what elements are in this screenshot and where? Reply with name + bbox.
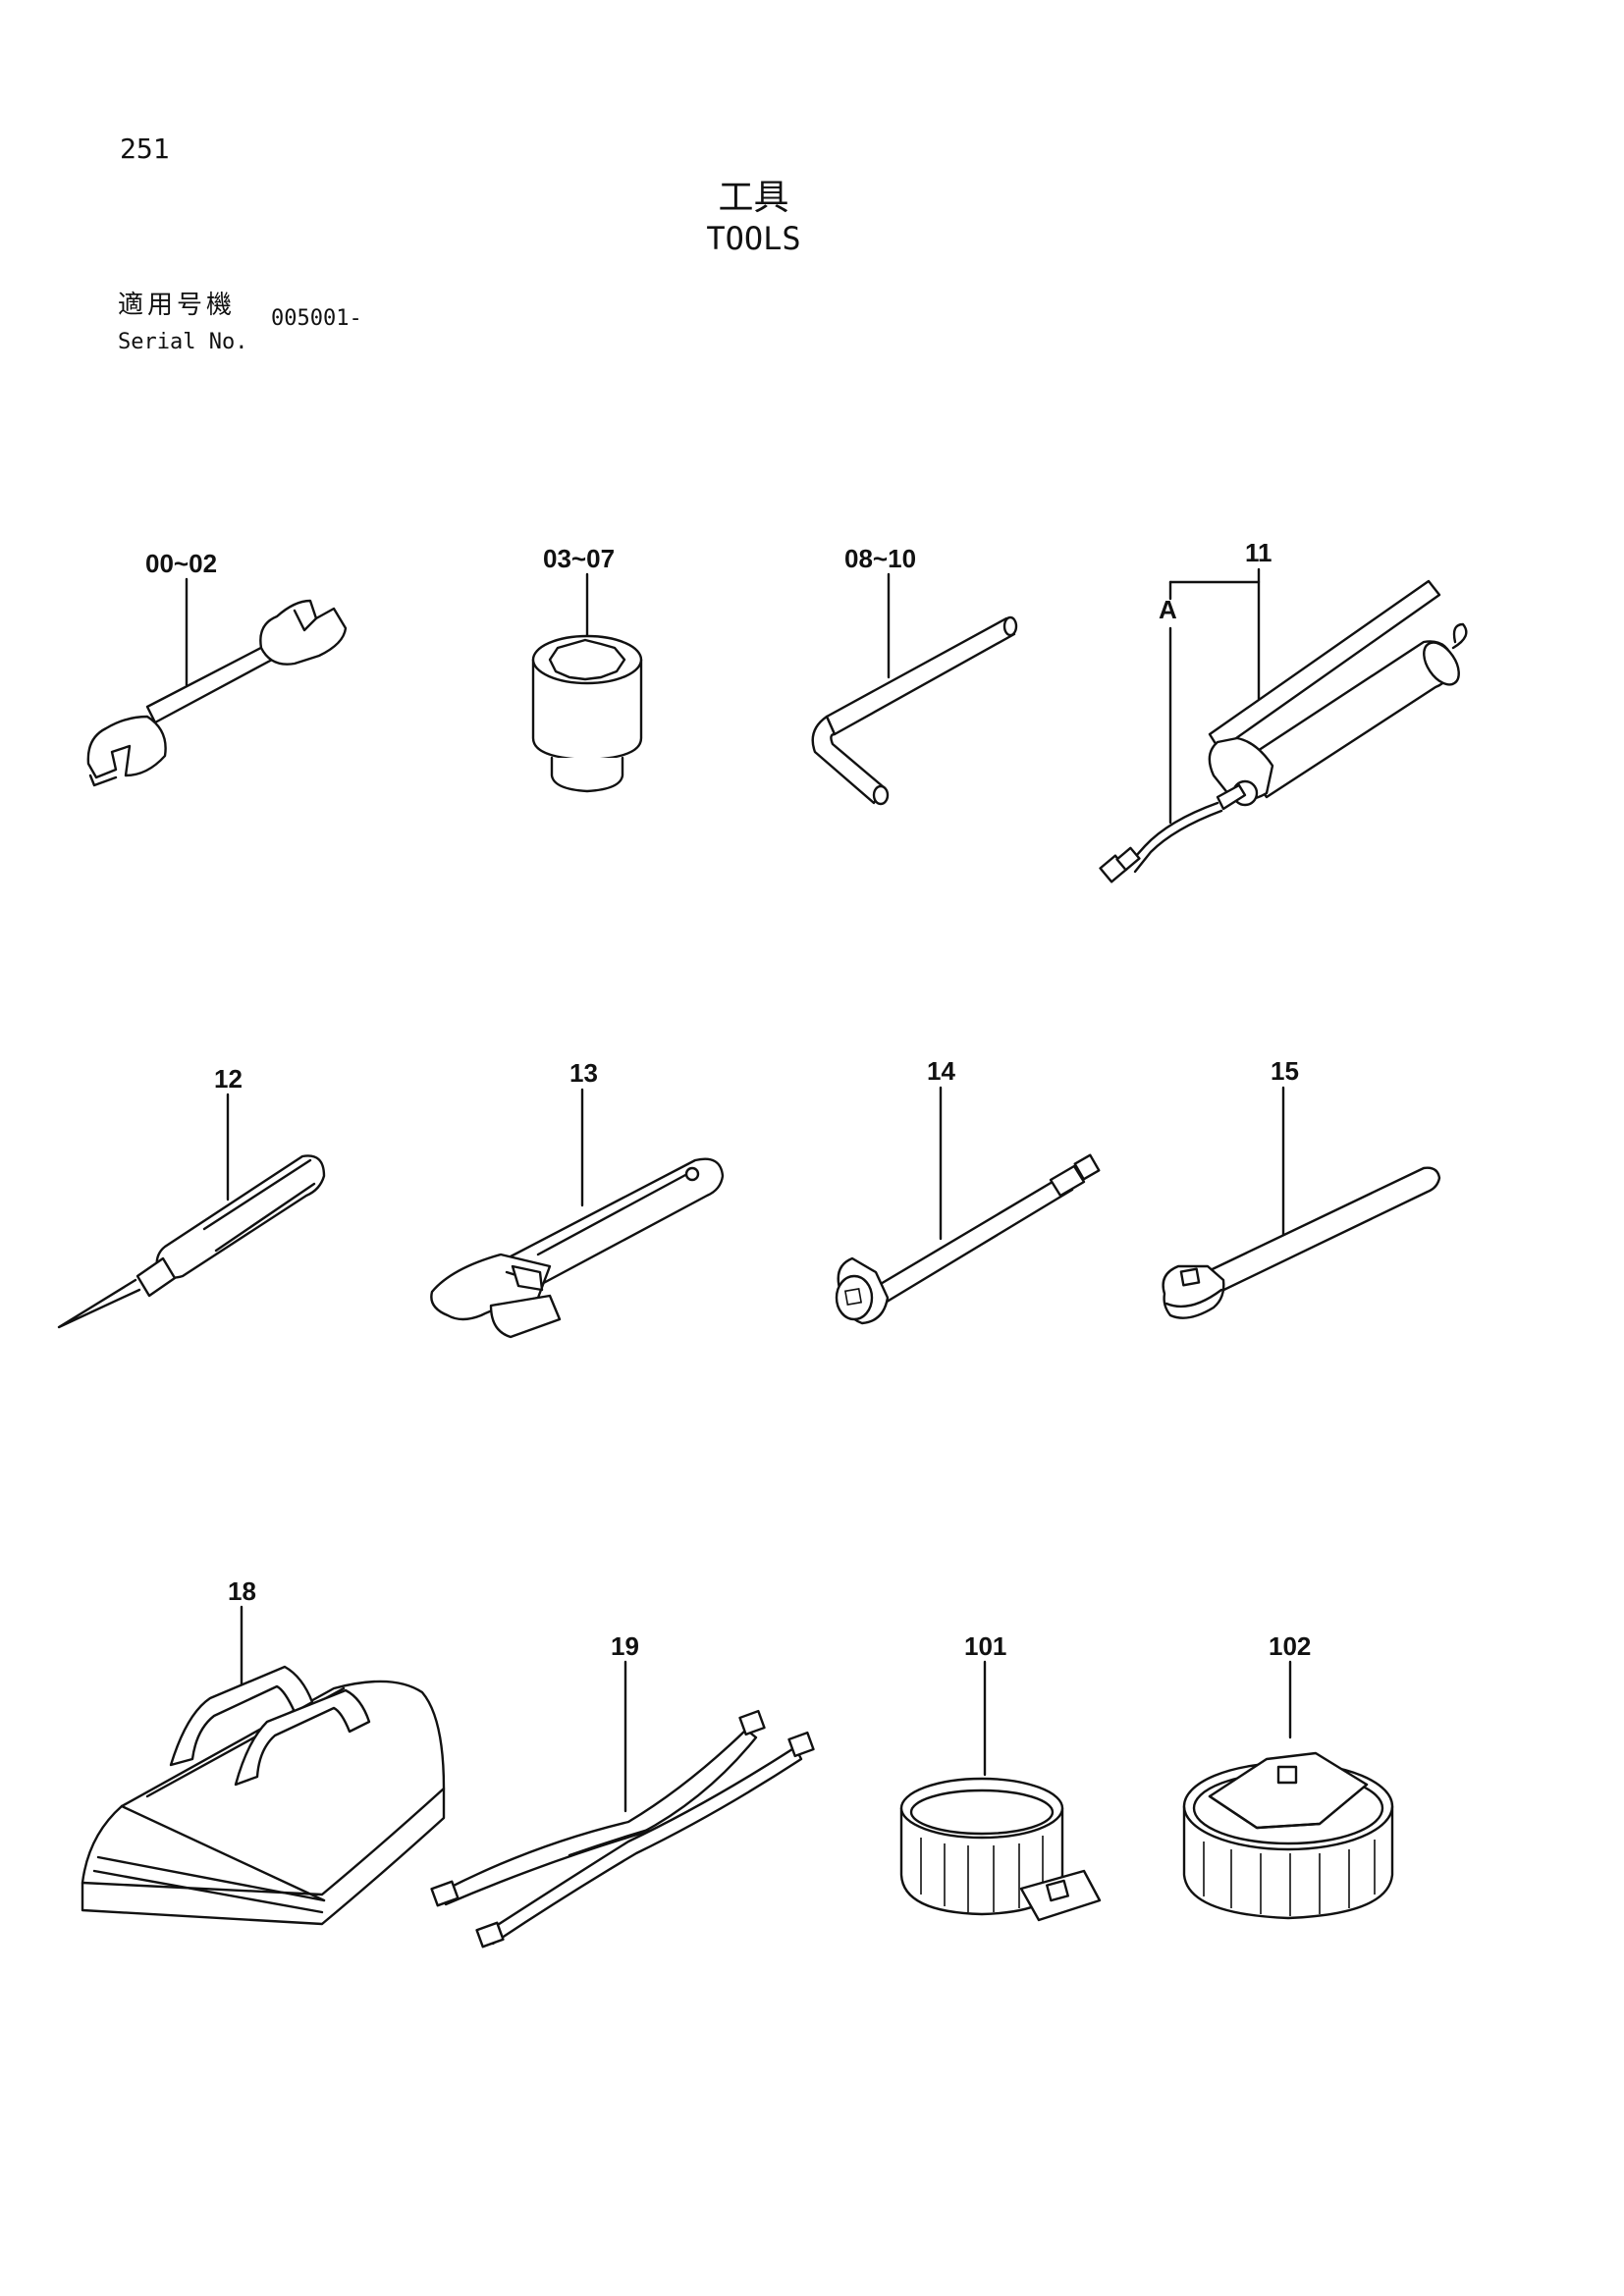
callout-label-extension-bar: 14 — [927, 1056, 955, 1086]
callout-adjustable-wrench: 13 — [569, 1058, 598, 1207]
callout-cross-wrench: 19 — [611, 1631, 639, 1813]
socket-drawing — [531, 634, 643, 793]
double-open-end-wrench-drawing — [86, 599, 348, 787]
callout-hex-key: 08~10 — [844, 544, 916, 679]
page-title-english: TOOLS — [706, 220, 801, 257]
grease-gun-drawing — [1099, 579, 1468, 883]
callout-tool-bag: 18 — [228, 1576, 256, 1690]
filter-wrench-strap-drawing — [899, 1777, 1102, 1922]
callout-socket: 03~07 — [543, 544, 615, 644]
callout-label-ratchet-handle: 15 — [1271, 1056, 1299, 1086]
serial-number-value: 005001- — [271, 306, 362, 331]
callout-label-adjustable-wrench: 13 — [569, 1058, 598, 1088]
filter-wrench-cap-drawing — [1182, 1751, 1394, 1920]
callout-label-filter-wrench-a: 101 — [964, 1631, 1006, 1661]
callout-label-tool-bag: 18 — [228, 1576, 256, 1606]
callout-label-cross-wrench: 19 — [611, 1631, 639, 1661]
callout-label-grease-gun: 11 — [1245, 538, 1272, 567]
callout-label-grease-gun-nozzle: A — [1159, 595, 1177, 624]
cross-wrench-drawing — [430, 1709, 815, 1949]
callout-wrench: 00~02 — [145, 549, 217, 687]
callout-label-socket: 03~07 — [543, 544, 615, 573]
hex-key-drawing — [811, 615, 1018, 806]
callout-extension-bar: 14 — [927, 1056, 955, 1241]
callout-grease-gun: 11 A — [1159, 538, 1272, 825]
serial-label-english: Serial No. — [118, 330, 248, 354]
callout-filter-wrench-b: 102 — [1269, 1631, 1311, 1739]
tool-bag-drawing — [81, 1665, 446, 1926]
ratchet-handle-drawing — [1162, 1166, 1441, 1319]
extension-bar-drawing — [835, 1153, 1101, 1325]
page-number: 251 — [120, 133, 170, 165]
page-title-japanese: 工具 — [718, 178, 789, 218]
screwdriver-drawing — [57, 1154, 326, 1329]
callout-ratchet-handle: 15 — [1271, 1056, 1299, 1241]
callout-label-screwdriver: 12 — [214, 1064, 243, 1094]
serial-label-japanese: 適用号機 — [118, 291, 237, 320]
callout-label-filter-wrench-b: 102 — [1269, 1631, 1311, 1661]
callout-screwdriver: 12 — [214, 1064, 243, 1201]
callout-label-wrench: 00~02 — [145, 549, 217, 578]
adjustable-wrench-drawing — [430, 1157, 725, 1339]
callout-label-hex-key: 08~10 — [844, 544, 916, 573]
callout-filter-wrench-a: 101 — [964, 1631, 1006, 1777]
